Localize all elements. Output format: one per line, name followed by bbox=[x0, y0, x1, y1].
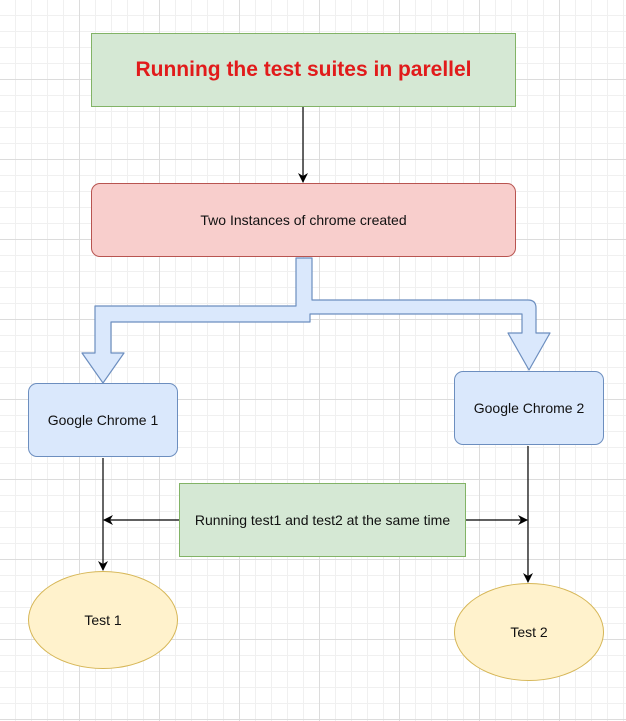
title-text: Running the test suites in parellel bbox=[135, 58, 472, 81]
chrome-instances-node: Two Instances of chrome created bbox=[91, 183, 516, 257]
google-chrome-1-text: Google Chrome 1 bbox=[47, 412, 159, 428]
chrome-instances-text: Two Instances of chrome created bbox=[200, 212, 407, 228]
test-1-text: Test 1 bbox=[84, 612, 122, 628]
split-block-arrow bbox=[81, 257, 551, 384]
google-chrome-1-node: Google Chrome 1 bbox=[28, 383, 178, 457]
title-node: Running the test suites in parellel bbox=[91, 33, 516, 107]
test-2-node: Test 2 bbox=[454, 583, 604, 681]
parallel-note-node: Running test1 and test2 at the same time bbox=[179, 483, 466, 557]
google-chrome-2-text: Google Chrome 2 bbox=[473, 400, 585, 416]
parallel-note-text: Running test1 and test2 at the same time bbox=[194, 512, 451, 528]
google-chrome-2-node: Google Chrome 2 bbox=[454, 371, 604, 445]
test-2-text: Test 2 bbox=[510, 624, 548, 640]
test-1-node: Test 1 bbox=[28, 571, 178, 669]
